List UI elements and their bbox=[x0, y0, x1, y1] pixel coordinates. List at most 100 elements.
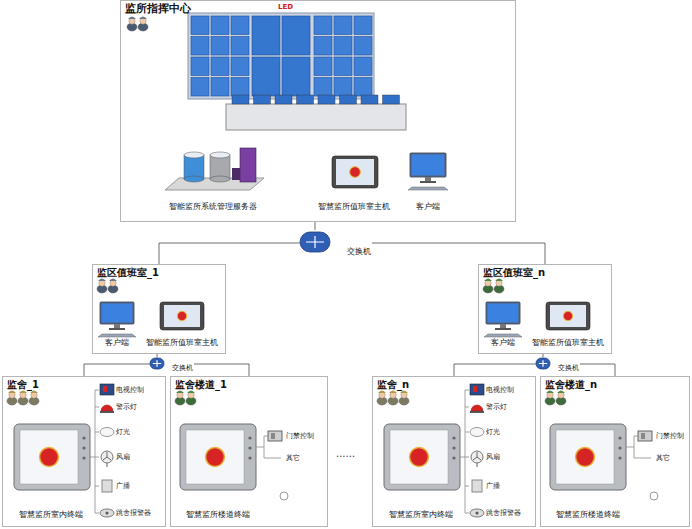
network-link bbox=[372, 243, 545, 264]
switch-icon bbox=[536, 358, 550, 369]
screen bbox=[282, 57, 310, 96]
emblem bbox=[350, 167, 361, 178]
region-box: 监区值班室_n客户端智能监所值班室主机 bbox=[478, 264, 612, 354]
monitor-screen bbox=[412, 155, 444, 175]
fan-blades bbox=[473, 452, 481, 467]
network-link bbox=[543, 354, 544, 357]
screen bbox=[231, 78, 249, 97]
door-control-icon bbox=[638, 431, 652, 441]
device-label: 跳舍报警器 bbox=[116, 509, 151, 517]
node-label: 智能监所系统管理服务器 bbox=[155, 202, 270, 211]
switch-arrows bbox=[153, 360, 161, 367]
ceiling-light bbox=[470, 428, 484, 437]
device-node: 客户端 bbox=[398, 150, 458, 212]
host-tablet bbox=[546, 302, 590, 330]
device-label: 灯光 bbox=[486, 428, 500, 436]
keyboard bbox=[98, 334, 136, 337]
desk-monitor bbox=[340, 95, 357, 104]
node-label: 智慧监所室内终端 bbox=[10, 510, 92, 519]
device-label: 门禁控制 bbox=[656, 432, 684, 440]
monitor-stand bbox=[114, 324, 120, 328]
device-node: 智能监所系统管理服务器 bbox=[155, 145, 270, 212]
device-label: 灯光 bbox=[116, 428, 130, 436]
terminal-button bbox=[248, 456, 251, 459]
network-link bbox=[454, 364, 536, 376]
device-wire bbox=[95, 390, 99, 391]
person-hat bbox=[187, 391, 195, 394]
emblem bbox=[576, 448, 595, 467]
switch-body bbox=[536, 358, 550, 369]
device-label: 广播 bbox=[116, 482, 130, 490]
desk-monitor bbox=[383, 95, 400, 104]
screen bbox=[334, 57, 352, 76]
screen bbox=[191, 78, 209, 97]
monitor-screen bbox=[102, 304, 132, 322]
screen bbox=[191, 16, 209, 35]
device-node: 智慧监所室内终端 bbox=[10, 420, 92, 520]
screen bbox=[354, 57, 372, 76]
terminal-frame bbox=[180, 424, 256, 490]
device-wire bbox=[95, 457, 99, 458]
tablet-screen bbox=[336, 159, 374, 185]
staff-icon bbox=[483, 279, 504, 294]
node-label: 智慧监所室内终端 bbox=[380, 510, 462, 519]
storage-body bbox=[210, 155, 230, 179]
device-wire bbox=[95, 407, 99, 408]
tablet-screen bbox=[164, 305, 200, 327]
server-unit bbox=[232, 168, 240, 180]
person-hat bbox=[8, 391, 16, 394]
monitor-screen bbox=[488, 304, 518, 322]
desk-monitor bbox=[361, 95, 378, 104]
screen bbox=[314, 78, 332, 97]
region-title: 监舍_1 bbox=[7, 379, 39, 391]
desk-monitor bbox=[275, 95, 292, 104]
switch-arrows bbox=[539, 360, 547, 367]
device-wire bbox=[465, 486, 469, 487]
keyboard bbox=[408, 187, 448, 190]
device-wire bbox=[465, 513, 469, 514]
monitor-frame bbox=[410, 153, 446, 177]
region-title: 监区值班室_1 bbox=[97, 267, 159, 279]
device-label: 广播 bbox=[486, 482, 500, 490]
storage-top bbox=[184, 152, 204, 158]
screen bbox=[354, 37, 372, 56]
corridor-devices bbox=[268, 431, 288, 500]
device-label: 警示灯 bbox=[486, 403, 507, 411]
device-bus bbox=[95, 390, 96, 513]
monitor-base bbox=[420, 181, 436, 183]
staff-icon bbox=[97, 279, 118, 294]
door-lock bbox=[271, 433, 275, 439]
screen bbox=[282, 16, 310, 55]
device-wire bbox=[634, 436, 638, 437]
person-hat bbox=[139, 17, 147, 20]
speaker-icon bbox=[102, 480, 112, 492]
terminal-button bbox=[452, 436, 455, 439]
terminal-button bbox=[618, 436, 621, 439]
screen bbox=[191, 57, 209, 76]
switch-icon bbox=[150, 358, 164, 369]
screen bbox=[252, 16, 280, 55]
terminal-frame bbox=[14, 424, 90, 490]
screen bbox=[211, 78, 229, 97]
staff-icon bbox=[7, 391, 39, 406]
screen bbox=[231, 37, 249, 56]
screen bbox=[252, 57, 280, 96]
network-link bbox=[157, 354, 158, 357]
terminal bbox=[180, 424, 256, 490]
person-hat bbox=[495, 279, 503, 282]
terminal-wire bbox=[460, 457, 465, 458]
screen bbox=[354, 16, 372, 35]
device-node: 智能监所值班室主机 bbox=[142, 298, 222, 348]
terminal-button bbox=[452, 446, 455, 449]
node-label: 智慧监所楼道终端 bbox=[546, 510, 630, 519]
desk-monitor bbox=[254, 95, 271, 104]
cell-devices bbox=[470, 384, 484, 517]
terminal-wire bbox=[626, 447, 634, 448]
terminal bbox=[14, 424, 90, 490]
monitor-stand bbox=[425, 177, 431, 181]
client-monitor bbox=[408, 153, 448, 190]
device-label: 跳舍报警器 bbox=[486, 509, 521, 517]
terminal-wire bbox=[90, 457, 95, 458]
tv-mark bbox=[103, 386, 107, 392]
